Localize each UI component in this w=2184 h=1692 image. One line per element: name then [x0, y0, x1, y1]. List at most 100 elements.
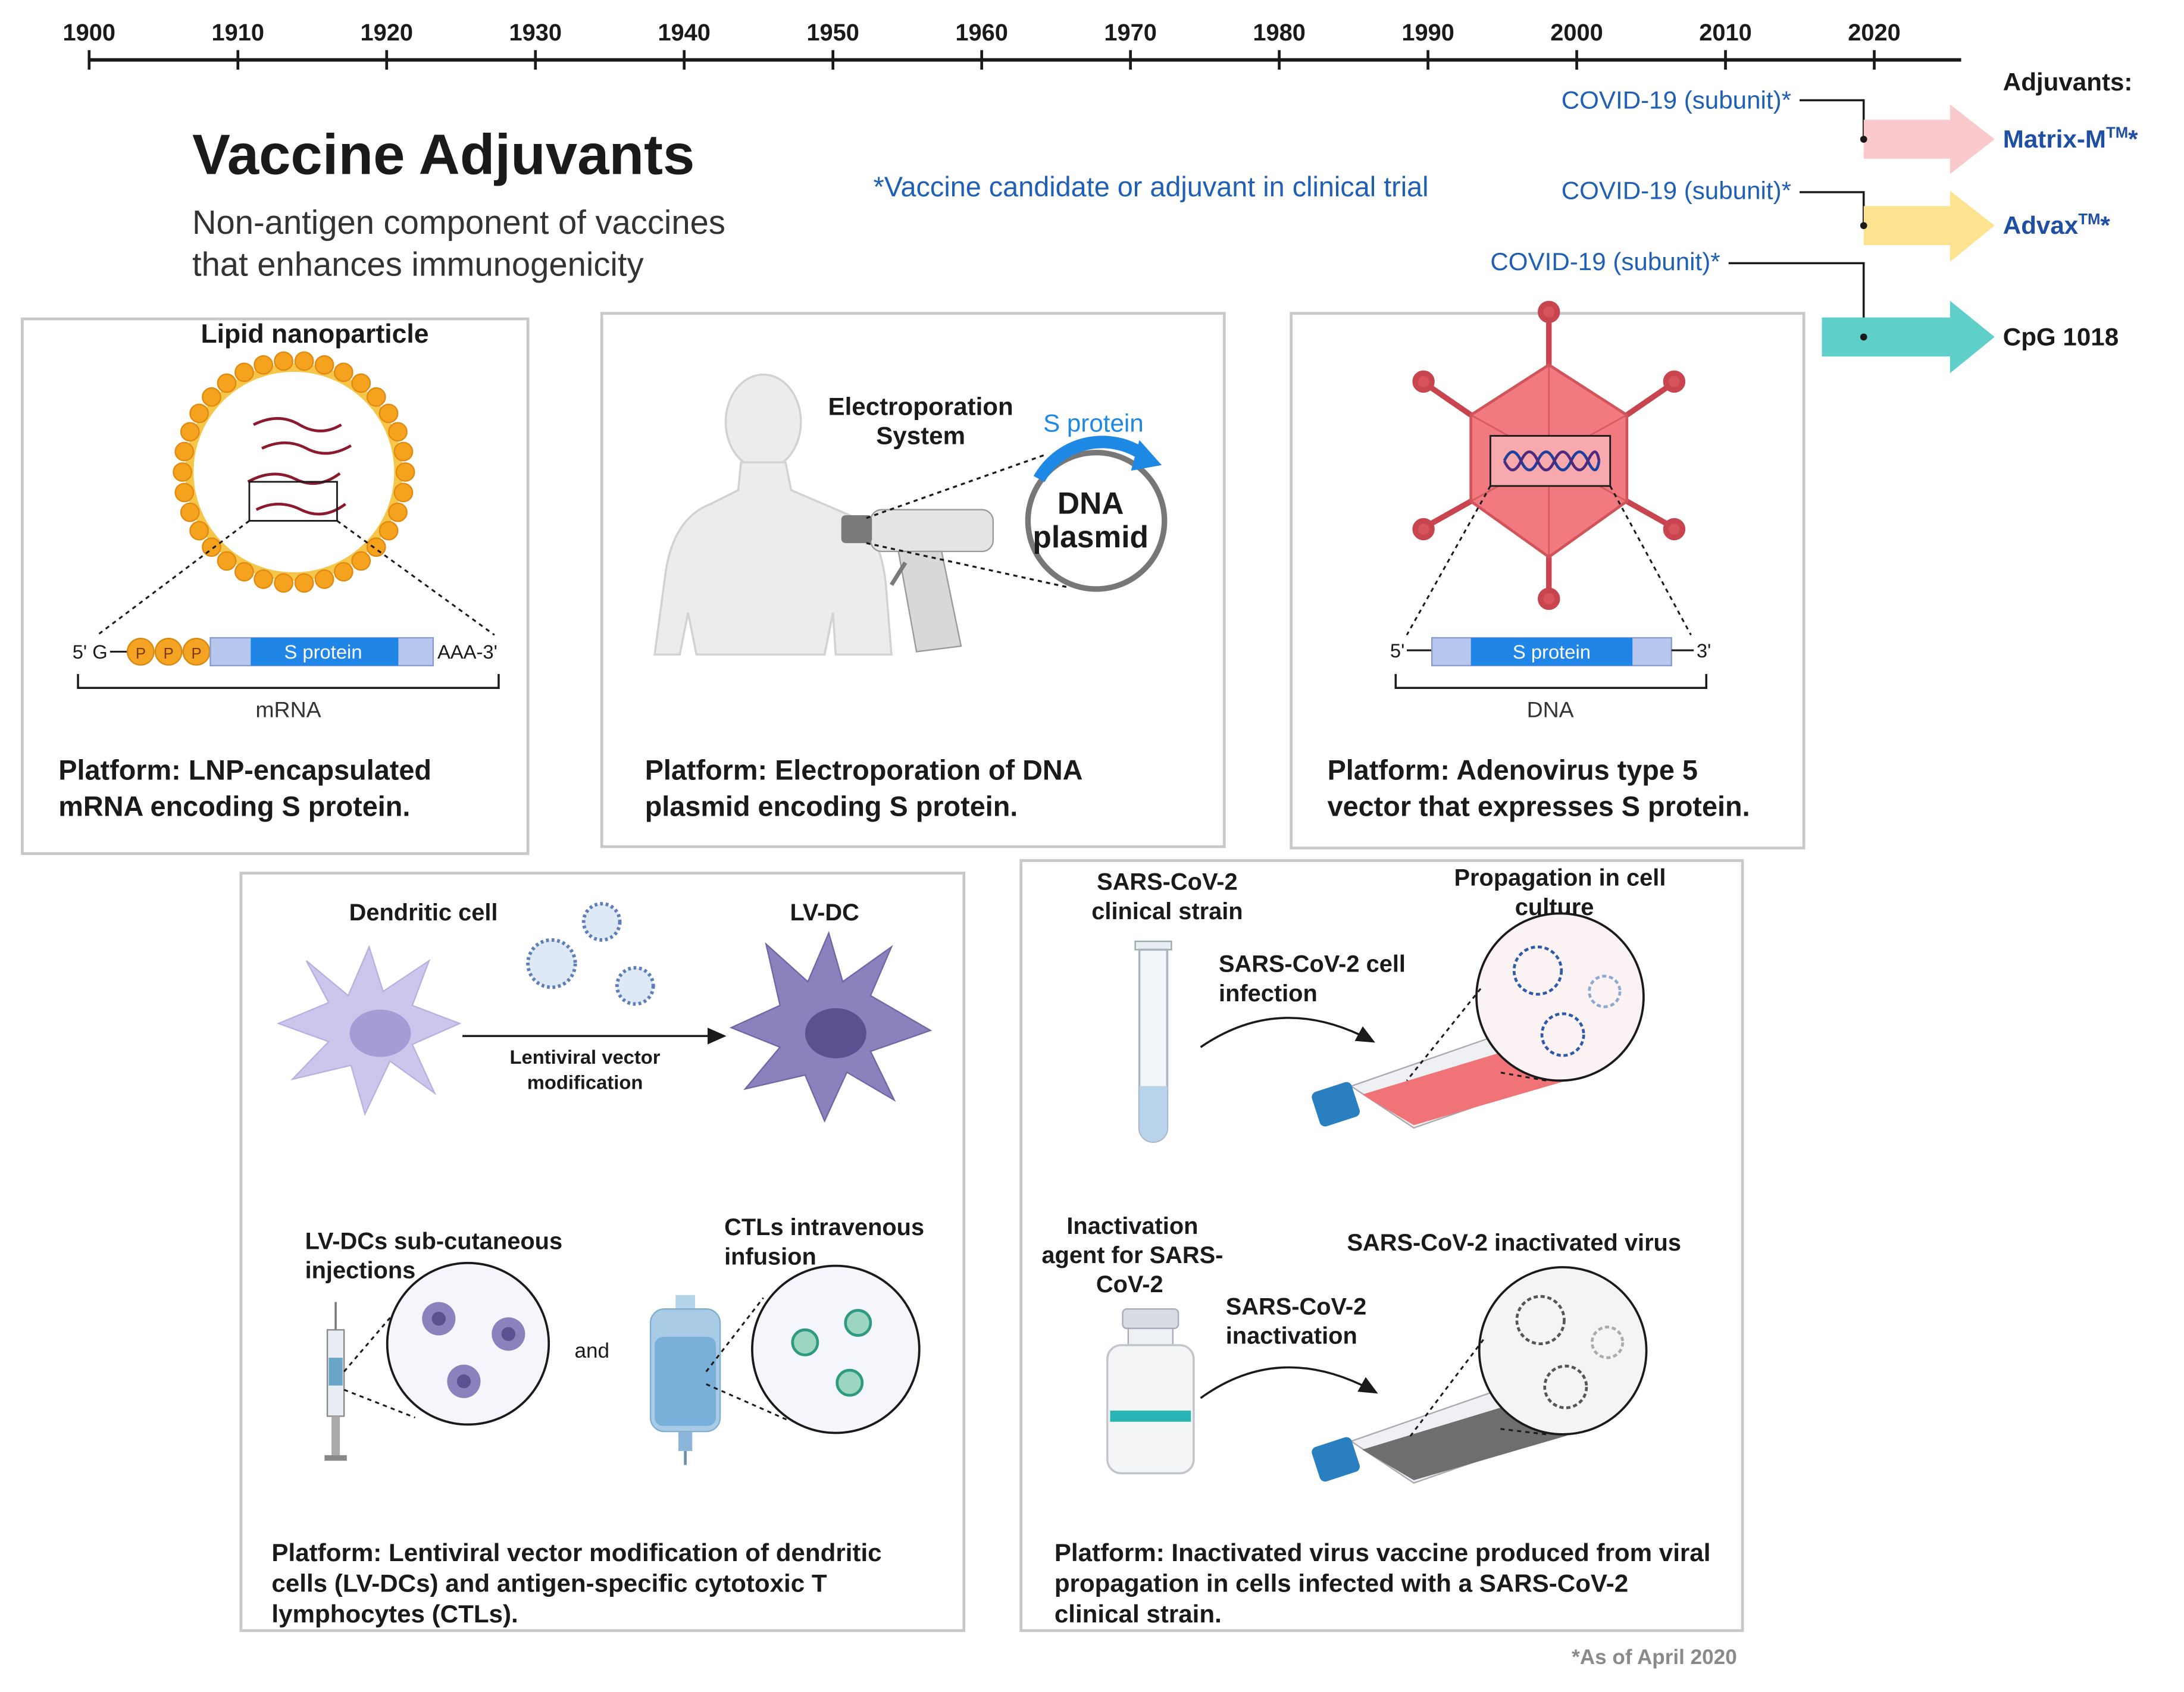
svg-text:P: P	[164, 646, 174, 662]
adjuvants-header: Adjuvants:	[2003, 68, 2133, 96]
mrna-strands-icon	[247, 417, 352, 516]
ctl-magnified-icon	[751, 1264, 921, 1434]
lnp-platform-line-2: mRNA encoding S protein.	[58, 791, 410, 822]
lipid-head	[274, 573, 293, 593]
adjuvant-arrow	[1863, 104, 1995, 174]
lipid-head	[274, 351, 293, 371]
lipid-head	[217, 551, 237, 571]
adjuvant-name-advax: AdvaxTM*	[2003, 211, 2111, 239]
adjuvant-arrow	[1822, 300, 1995, 374]
lipid-head	[393, 441, 414, 462]
adjuvant-matrix-m: COVID-19 (subunit)* Matrix-MTM*	[1562, 86, 2138, 174]
panel-inactivated: SARS-CoV-2 clinical strain Propagation i…	[1019, 859, 1744, 1633]
subtitle-line-1: Non-antigen component of vaccines	[192, 203, 725, 241]
year-label: 1960	[955, 20, 1007, 46]
lipid-head	[202, 537, 221, 557]
electroporation-system-label: Electroporation	[828, 392, 1013, 420]
lipid-head	[366, 537, 386, 557]
svg-text:agent for SARS-: agent for SARS-	[1041, 1242, 1223, 1268]
year-label: 1950	[806, 20, 859, 46]
adjuvant-vaccine-label: COVID-19 (subunit)*	[1490, 247, 1720, 275]
year-label: 2000	[1550, 20, 1603, 46]
adjuvants-legend: Adjuvants: COVID-19 (subunit)* Matrix-MT…	[1490, 68, 2138, 374]
lipid-head	[294, 573, 314, 593]
syringe-icon	[324, 1302, 347, 1461]
lipid-head	[366, 387, 386, 407]
adeno-s-protein-gene: S protein	[1513, 641, 1591, 663]
lipid-head	[189, 403, 209, 424]
and-label: and	[574, 1339, 609, 1362]
lipid-head	[217, 373, 237, 393]
s-protein-gene	[251, 637, 399, 666]
lipid-head	[254, 355, 274, 375]
cell-infection-label: SARS-CoV-2 cell	[1219, 951, 1406, 977]
adjuvant-advax: COVID-19 (subunit)* AdvaxTM*	[1562, 177, 2111, 262]
panel-electroporation: Electroporation System S protein DNA pla…	[600, 312, 1226, 848]
electroporation-platform-line-1: Platform: Electroporation of DNA	[645, 755, 1083, 786]
lipid-head	[234, 562, 254, 582]
lipid-head	[395, 462, 415, 482]
lipid-head	[351, 551, 371, 571]
svg-text:infection: infection	[1219, 980, 1318, 1007]
propagated-virus-magnified-icon	[1475, 912, 1645, 1082]
inactivated-platform-line-2: propagation in cells infected with a SAR…	[1055, 1569, 1628, 1597]
lipid-head	[180, 422, 200, 442]
adeno-platform-line-1: Platform: Adenovirus type 5	[1328, 755, 1698, 786]
inactivation-label: SARS-CoV-2	[1226, 1294, 1367, 1320]
lipid-head	[351, 373, 371, 393]
lipid-head	[202, 387, 221, 407]
svg-text:infusion: infusion	[724, 1243, 816, 1270]
inactivated-virus-label: SARS-CoV-2 inactivated virus	[1347, 1230, 1681, 1256]
electroporation-device-icon	[841, 509, 994, 653]
adjuvant-vaccine-label: COVID-19 (subunit)*	[1562, 86, 1791, 114]
lipid-head	[378, 521, 399, 541]
lentivirus-particles-icon	[526, 902, 655, 1006]
year-label: 1970	[1104, 20, 1156, 46]
lipid-head	[393, 482, 414, 503]
lipid-head	[388, 502, 408, 522]
year-label: 1980	[1253, 20, 1306, 46]
lentiviral-platform-line-1: Platform: Lentiviral vector modification…	[271, 1539, 881, 1566]
inactivated-platform-line-3: clinical strain.	[1055, 1600, 1222, 1628]
year-label: 1930	[509, 20, 562, 46]
svg-text:System: System	[876, 422, 965, 450]
inactivation-agent-label: Inactivation	[1066, 1213, 1198, 1239]
panel-lnp: Lipid nanoparticle 5' G P P P S protein …	[21, 317, 530, 856]
adjuvant-cpg-1018: COVID-19 (subunit)* CpG 1018	[1490, 247, 2119, 374]
lnp-five-prime: 5' G	[73, 641, 108, 663]
mrna-label: mRNA	[255, 697, 321, 722]
adjuvant-name-cpg-1018: CpG 1018	[2003, 322, 2119, 350]
lipid-head	[174, 482, 195, 503]
svg-text:plasmid: plasmid	[1032, 519, 1149, 554]
year-label: 1990	[1401, 20, 1454, 46]
s-protein-label: S protein	[1043, 409, 1144, 437]
lnp-title: Lipid nanoparticle	[201, 319, 428, 349]
subtitle-line-2: that enhances immunogenicity	[192, 245, 644, 283]
adeno-five-prime: 5'	[1390, 640, 1404, 662]
lipid-head	[189, 521, 209, 541]
lipid-head	[388, 422, 408, 442]
ctl-infusion-label: CTLs intravenous	[724, 1214, 924, 1240]
svg-text:CoV-2: CoV-2	[1096, 1271, 1163, 1298]
adeno-three-prime: 3'	[1697, 640, 1711, 662]
svg-text:P: P	[191, 646, 201, 662]
lv-dc-label: LV-DC	[790, 900, 859, 926]
svg-text:inactivation: inactivation	[1226, 1323, 1357, 1349]
lipid-head	[294, 351, 314, 371]
lv-dc-icon	[729, 930, 933, 1123]
propagation-label: Propagation in cell	[1454, 865, 1666, 891]
lipid-head	[174, 441, 195, 462]
electroporation-platform-line-2: plasmid encoding S protein.	[645, 791, 1018, 822]
year-label: 2020	[1848, 20, 1901, 46]
test-tube-icon	[1134, 941, 1172, 1143]
adenovirus-icon	[1412, 300, 1686, 610]
lipid-head	[314, 569, 334, 589]
lipid-head	[180, 502, 200, 522]
panel-adenovirus: 5' S protein 3' DNA Platform: Adenovirus…	[1290, 300, 1806, 850]
lentiviral-platform-line-2: cells (LV-DCs) and antigen-specific cyto…	[271, 1569, 827, 1597]
as-of-footnote: *As of April 2020	[1572, 1646, 1737, 1669]
lentiviral-platform-line-3: lymphocytes (CTLs).	[271, 1600, 518, 1628]
dna-plasmid-label: DNA	[1057, 486, 1124, 521]
inactivated-platform-line-1: Platform: Inactivated virus vaccine prod…	[1055, 1539, 1711, 1566]
